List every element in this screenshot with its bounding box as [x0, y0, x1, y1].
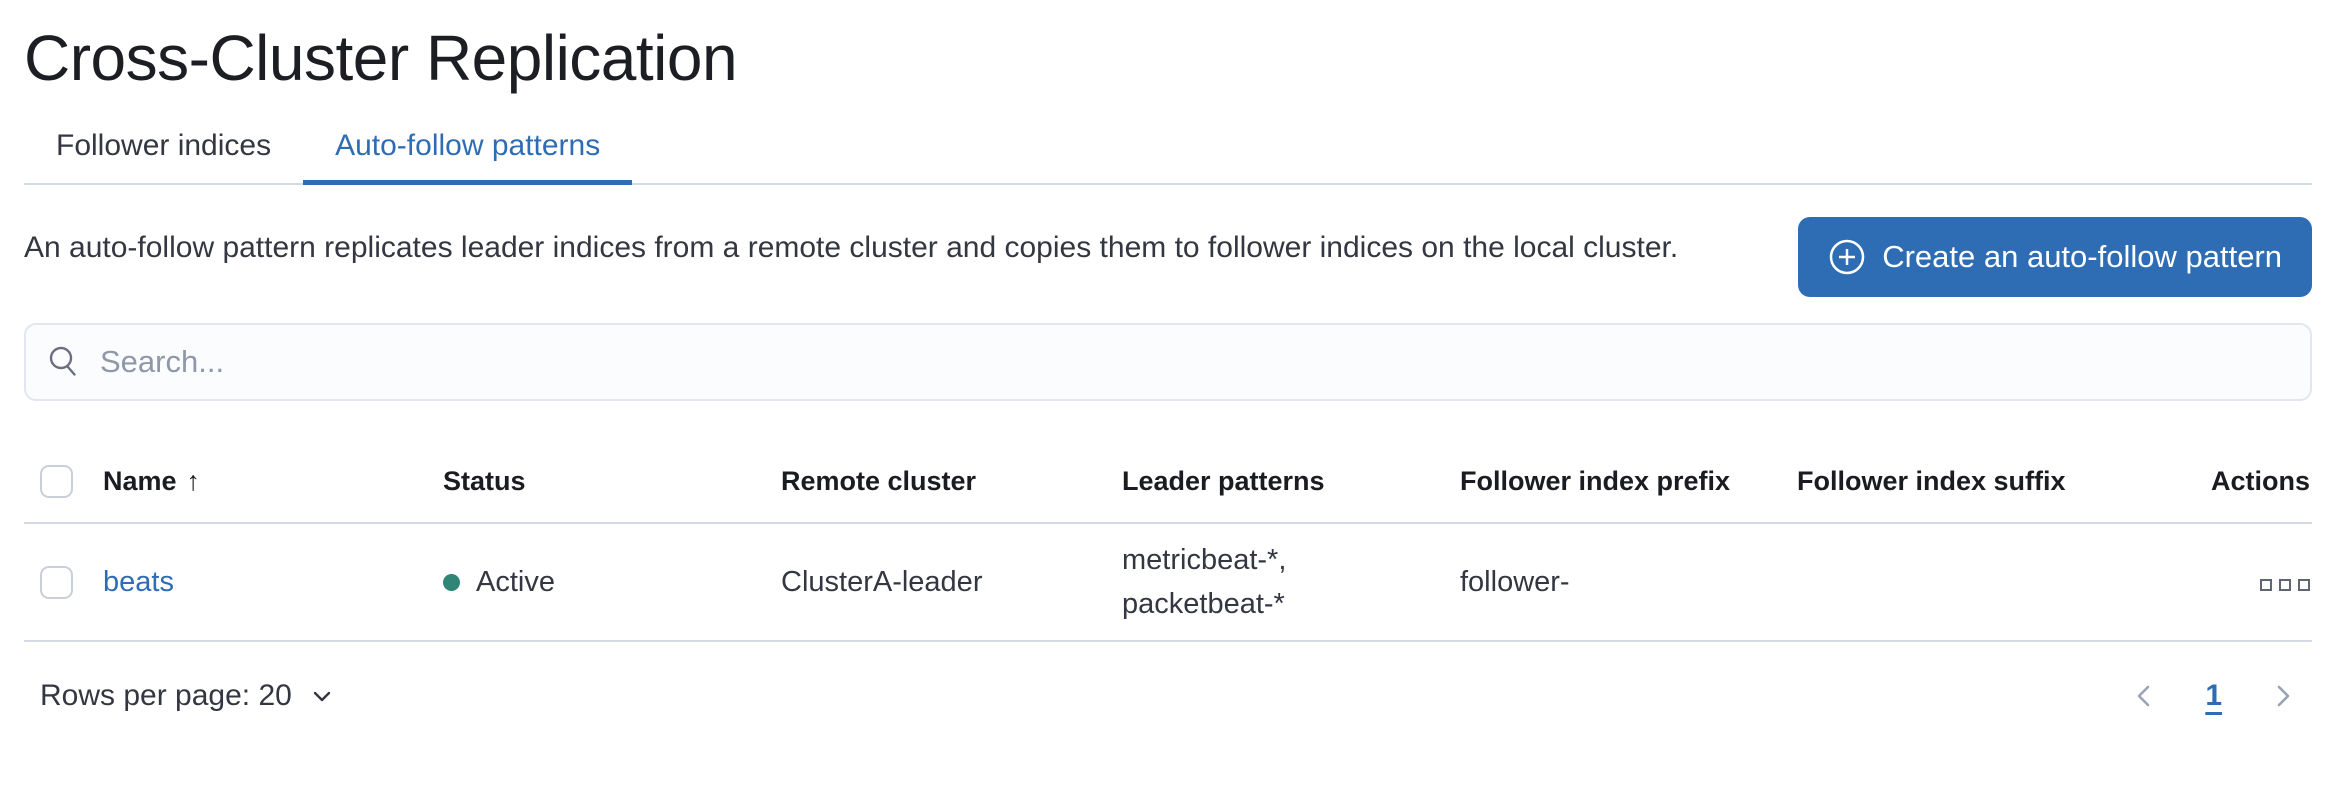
search-bar[interactable]: [24, 323, 2312, 401]
column-header-status: Status: [443, 441, 781, 524]
rows-per-page-selector[interactable]: Rows per page: 20: [40, 679, 336, 713]
cross-cluster-replication-page: Cross-Cluster Replication Follower indic…: [0, 16, 2336, 728]
select-all-checkbox[interactable]: [40, 465, 73, 498]
table-header-row: Name↑ Status Remote cluster Leader patte…: [24, 441, 2312, 524]
column-header-actions: Actions: [2134, 441, 2312, 524]
pagination-bar: Rows per page: 20 1: [24, 664, 2312, 728]
status-active-dot-icon: [443, 573, 460, 591]
tab-bar: Follower indices Auto-follow patterns: [24, 126, 2312, 185]
auto-follow-patterns-table: Name↑ Status Remote cluster Leader patte…: [24, 441, 2312, 642]
follower-index-suffix-cell: [1797, 523, 2134, 642]
intro-section: An auto-follow pattern replicates leader…: [24, 217, 2312, 297]
page-number-1[interactable]: 1: [2205, 679, 2222, 712]
pattern-name-link[interactable]: beats: [103, 565, 174, 598]
page-title: Cross-Cluster Replication: [24, 22, 738, 94]
search-icon: [46, 344, 82, 380]
rows-per-page-label: Rows per page: 20: [40, 679, 292, 712]
column-header-follower-index-prefix: Follower index prefix: [1460, 441, 1797, 524]
intro-description: An auto-follow pattern replicates leader…: [24, 231, 1679, 264]
tab-auto-follow-patterns[interactable]: Auto-follow patterns: [303, 126, 633, 185]
leader-patterns-cell: metricbeat-*, packetbeat-*: [1122, 544, 1287, 620]
plus-in-circle-icon: [1828, 238, 1866, 276]
column-header-leader-patterns: Leader patterns: [1122, 441, 1460, 524]
create-button-label: Create an auto-follow pattern: [1882, 239, 2282, 274]
chevron-down-icon: [308, 682, 336, 710]
tab-follower-indices[interactable]: Follower indices: [56, 129, 272, 162]
previous-page-icon[interactable]: [2129, 681, 2159, 711]
sort-ascending-icon: ↑: [186, 466, 201, 496]
status-label: Active: [476, 565, 555, 598]
table-row: beats Active ClusterA-leader metricbeat-…: [24, 523, 2312, 642]
row-actions-menu-icon[interactable]: [2260, 578, 2310, 591]
next-page-icon[interactable]: [2268, 681, 2298, 711]
column-header-name[interactable]: Name↑: [103, 441, 443, 524]
column-header-remote-cluster: Remote cluster: [781, 441, 1122, 524]
follower-index-prefix-cell: follower-: [1460, 523, 1797, 642]
create-auto-follow-pattern-button[interactable]: Create an auto-follow pattern: [1798, 217, 2312, 297]
page-controls: 1: [2129, 679, 2298, 713]
column-header-follower-index-suffix: Follower index suffix: [1797, 441, 2134, 524]
select-row-checkbox[interactable]: [40, 565, 73, 599]
search-input[interactable]: [100, 344, 2290, 380]
remote-cluster-cell: ClusterA-leader: [781, 523, 1122, 642]
